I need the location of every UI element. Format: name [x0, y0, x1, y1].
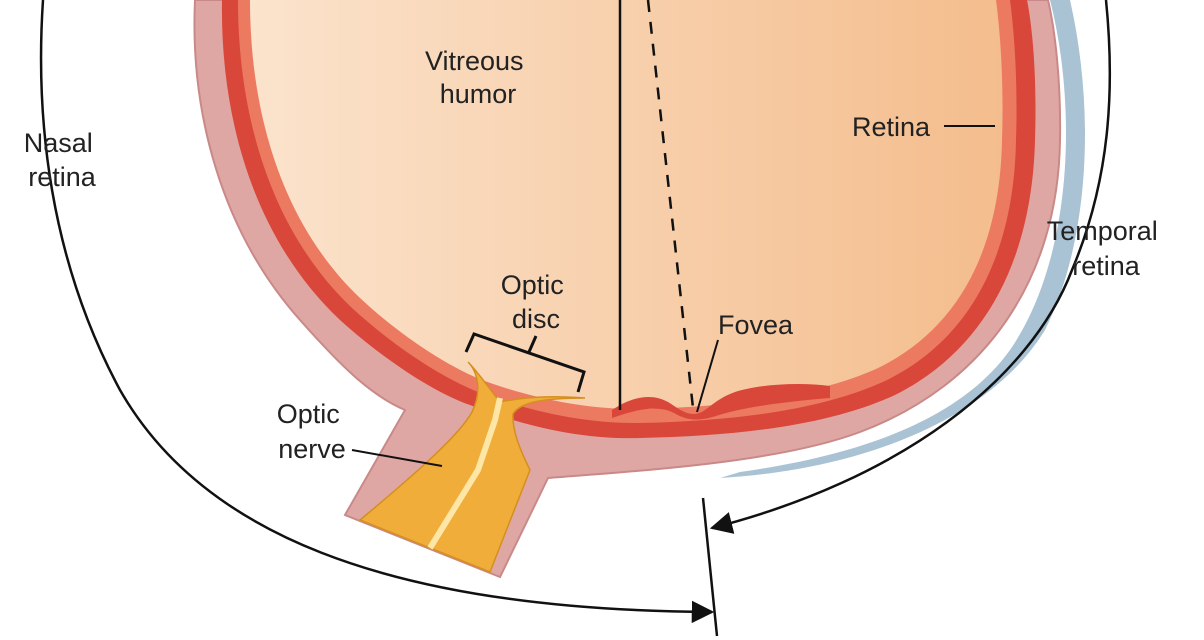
- fovea-leader-line: [696, 339, 719, 413]
- optic-disc-label-line1: Optic: [501, 270, 564, 300]
- optic-disc-bracket: [464, 332, 586, 393]
- nasal-temporal-divider: [701, 497, 719, 637]
- vitreous-humor-label-line1: Vitreous: [425, 46, 524, 76]
- retina-label: Retina: [852, 112, 931, 142]
- nasal-retina-label-line2: retina: [28, 162, 97, 192]
- optic-nerve-label-line1: Optic: [277, 399, 340, 429]
- vitreous-humor: [250, 0, 1003, 410]
- nasal-retina-label: Nasal retina: [24, 128, 101, 192]
- temporal-retina-label: Temporal retina: [1047, 216, 1166, 281]
- optic-nerve-label-line2: nerve: [278, 434, 346, 464]
- vitreous-humor-label-line2: humor: [440, 79, 517, 109]
- temporal-retina-arc: [709, 0, 1112, 534]
- fovea-label: Fovea: [718, 310, 794, 340]
- vitreous-humor-label: Vitreous humor: [425, 46, 531, 109]
- optic-nerve-leader-line: [351, 449, 443, 467]
- optic-nerve: [358, 361, 586, 573]
- optic-disc-label: Optic disc: [501, 270, 572, 334]
- optic-disc-label-line2: disc: [512, 304, 560, 334]
- fovea-pit: [612, 384, 830, 420]
- temporal-retina-label-line2: retina: [1072, 251, 1141, 281]
- optic-nerve-label: Optic nerve: [277, 399, 348, 464]
- fovea-dashed-line: [646, 0, 695, 409]
- temporal-retina-label-line1: Temporal: [1047, 216, 1158, 246]
- nasal-retina-arc: [39, 0, 715, 624]
- nasal-retina-label-line1: Nasal: [24, 128, 93, 158]
- optic-nerve-center-line: [427, 397, 503, 550]
